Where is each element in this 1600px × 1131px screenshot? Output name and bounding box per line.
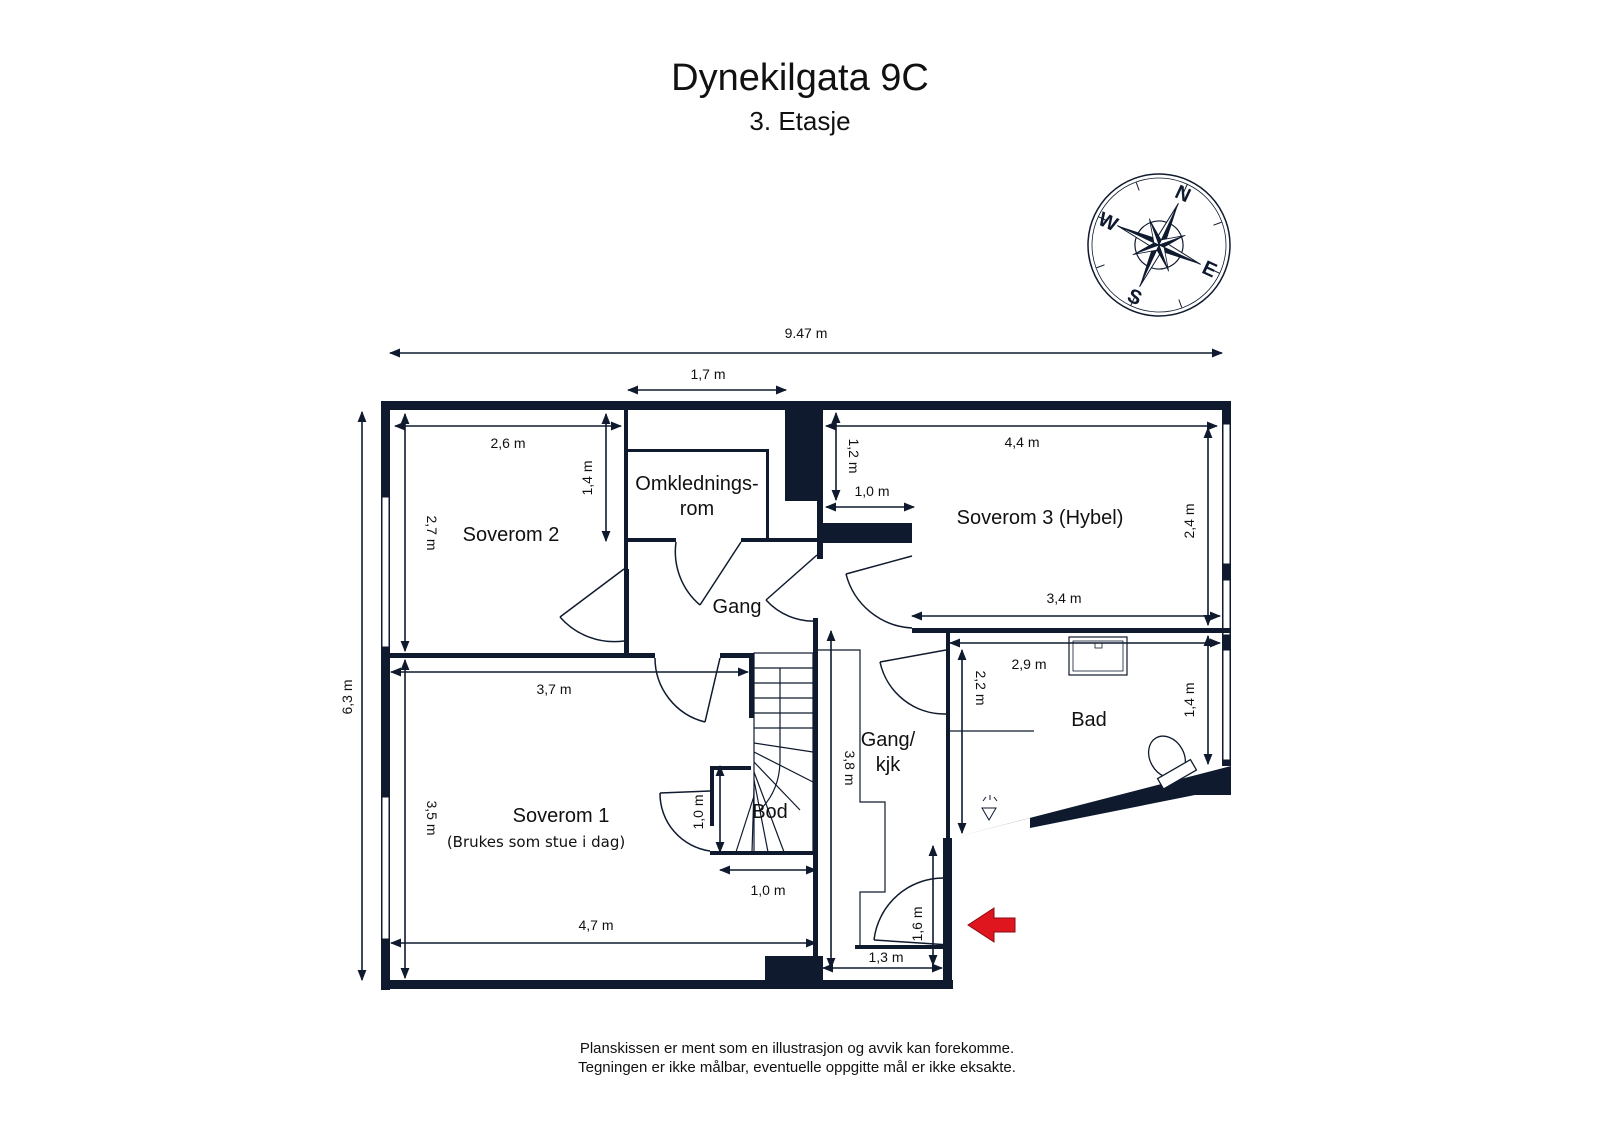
room-label-bad: Bad xyxy=(1071,709,1107,731)
toilet-icon xyxy=(1147,735,1198,790)
dimension-bod-width: 1,0 m xyxy=(750,882,785,898)
disclaimer-line-2: Tegningen er ikke målbar, eventuelle opp… xyxy=(578,1059,1016,1076)
entrance-arrow-icon xyxy=(967,907,1016,943)
dimension-soverom1-upper-width: 3,7 m xyxy=(536,681,571,697)
dimension-entry-depth: 1,6 m xyxy=(909,906,925,941)
door-soverom2 xyxy=(559,568,625,643)
door-bad xyxy=(879,649,947,715)
shower-icon xyxy=(981,795,998,821)
page-title: Dynekilgata 9C xyxy=(671,57,929,99)
dimension-soverom3-lower-width: 3,4 m xyxy=(1046,590,1081,606)
dimension-omkledning-width: 1,7 m xyxy=(690,366,725,382)
room-label-soverom3: Soverom 3 (Hybel) xyxy=(957,507,1124,529)
dimension-bad-height-left: 2,2 m xyxy=(973,670,989,705)
room-label-soverom1-note: (Brukes som stue i dag) xyxy=(447,833,625,851)
door-soverom3 xyxy=(845,555,913,629)
room-label-gang-kjk-1: Gang/ xyxy=(861,729,916,751)
dimension-bod-height: 1,0 m xyxy=(690,794,706,829)
dimension-soverom2-width: 2,6 m xyxy=(490,435,525,451)
dimension-soverom2-height: 2,7 m xyxy=(424,515,440,550)
dimension-soverom1-height: 3,5 m xyxy=(424,800,440,835)
room-label-bod: Bod xyxy=(752,801,788,823)
room-label-gang-kjk-2: kjk xyxy=(876,754,901,776)
disclaimer-line-1: Planskissen er ment som en illustrasjon … xyxy=(580,1040,1014,1057)
dimension-soverom3-niche-width: 1,0 m xyxy=(854,483,889,499)
interior-walls xyxy=(385,409,1231,968)
compass-rose-icon: N E S W xyxy=(1087,173,1231,317)
dimension-total-width: 9.47 m xyxy=(785,325,828,341)
dimension-gang-kjk-length: 3,8 m xyxy=(842,750,858,785)
dimension-soverom3-height: 2,4 m xyxy=(1181,503,1197,538)
dimension-soverom1-width: 4,7 m xyxy=(578,917,613,933)
room-label-soverom2: Soverom 2 xyxy=(463,524,560,546)
windows xyxy=(381,423,1231,940)
room-label-soverom1: Soverom 1 xyxy=(513,805,610,827)
dimension-bad-width: 2,9 m xyxy=(1011,656,1046,672)
room-label-gang: Gang xyxy=(713,596,762,618)
dimension-total-height: 6,3 m xyxy=(339,679,355,714)
kitchen-counter xyxy=(818,649,886,945)
room-label-omkledning-2: rom xyxy=(680,498,714,520)
door-gang-right xyxy=(765,554,818,622)
page-subtitle: 3. Etasje xyxy=(749,106,850,136)
dimension-soverom3-width: 4,4 m xyxy=(1004,434,1039,450)
room-dimension-lines xyxy=(389,385,1222,980)
dimension-omkledning-depth: 1,4 m xyxy=(579,460,595,495)
staircase xyxy=(735,652,814,854)
room-label-omkledning-1: Omklednings- xyxy=(635,473,758,495)
dimension-soverom3-niche-depth: 1,2 m xyxy=(846,438,862,473)
dimension-entry-width: 1,3 m xyxy=(868,949,903,965)
door-soverom1 xyxy=(654,657,721,723)
dimension-bad-height-right: 1,4 m xyxy=(1181,682,1197,717)
door-omkledning xyxy=(674,541,742,606)
door-bod xyxy=(659,790,711,852)
